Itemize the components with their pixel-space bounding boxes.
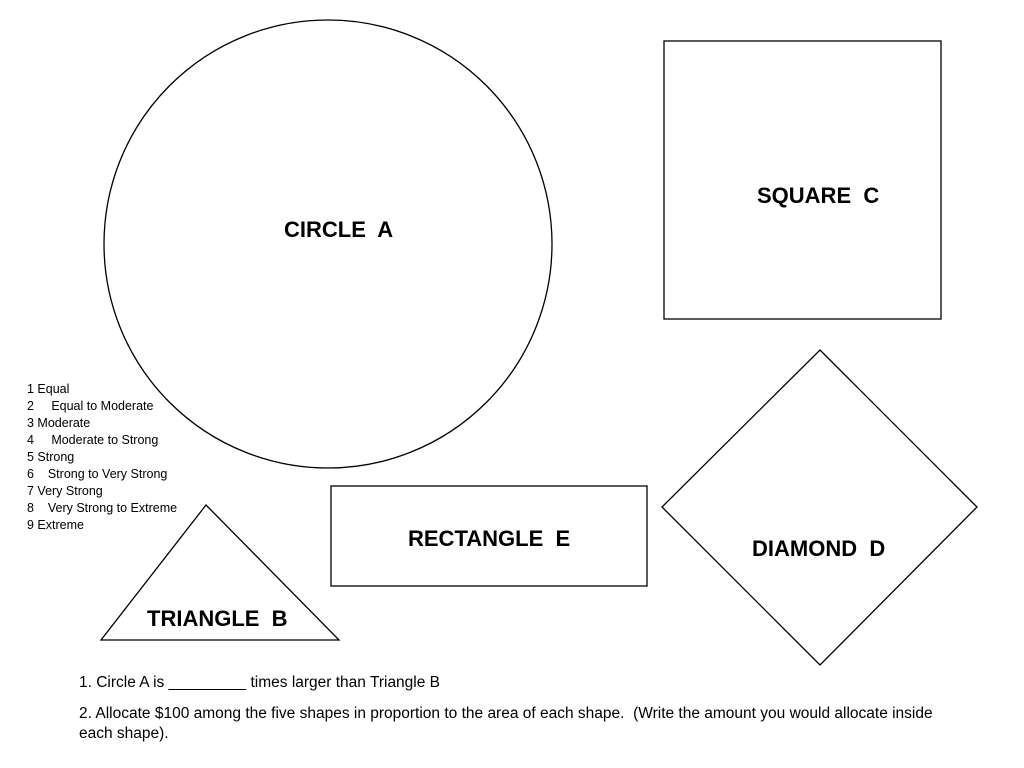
scale-item: 6 Strong to Very Strong	[27, 467, 168, 481]
diamond-d-shape	[661, 349, 978, 666]
rating-scale-list: 1 Equal 2 Equal to Moderate 3 Moderate 4…	[27, 381, 177, 534]
square-c-shape	[663, 40, 942, 320]
question-allocate-100: 2. Allocate $100 among the five shapes i…	[79, 705, 937, 742]
square-c-label: SQUARE C	[757, 183, 880, 208]
scale-item: 1 Equal	[27, 382, 70, 396]
scale-item: 9 Extreme	[27, 518, 84, 532]
scale-item: 8 Very Strong to Extreme	[27, 501, 178, 515]
rectangle-e-label: RECTANGLE E	[408, 526, 571, 551]
circle-a-shape	[103, 19, 553, 469]
diamond-d-label: DIAMOND D	[752, 536, 886, 561]
circle-a-label: CIRCLE A	[284, 217, 394, 242]
scale-item: 5 Strong	[27, 450, 75, 464]
scale-item: 3 Moderate	[27, 416, 91, 430]
scale-item: 4 Moderate to Strong	[27, 433, 159, 447]
triangle-b-label: TRIANGLE B	[147, 606, 288, 631]
rectangle-e-shape	[330, 485, 648, 587]
scale-item: 2 Equal to Moderate	[27, 399, 154, 413]
question-circle-vs-triangle: 1. Circle A is _________ times larger th…	[79, 674, 441, 691]
scale-item: 7 Very Strong	[27, 484, 103, 498]
triangle-b-shape	[99, 504, 341, 641]
